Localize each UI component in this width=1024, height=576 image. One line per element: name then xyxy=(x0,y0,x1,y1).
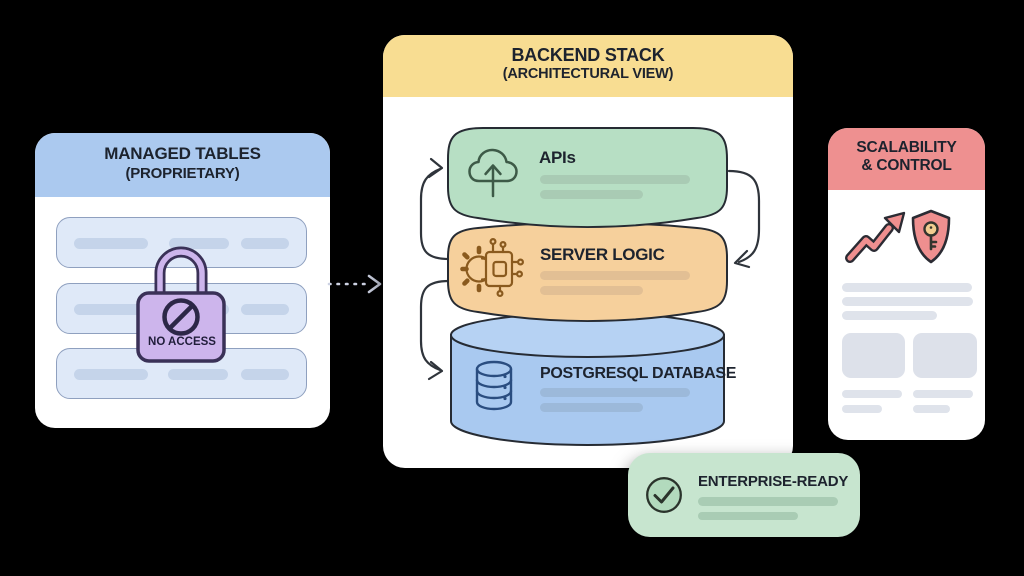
enterprise-ready-label: ENTERPRISE-READY xyxy=(698,473,849,490)
placeholder-line xyxy=(842,297,973,306)
placeholder-line xyxy=(540,190,643,199)
backend-stack-subtitle: (ARCHITECTURAL VIEW) xyxy=(502,66,674,82)
shield-key-icon xyxy=(908,208,954,271)
placeholder-line xyxy=(842,311,937,320)
placeholder-line xyxy=(913,390,973,398)
placeholder-line xyxy=(842,390,902,398)
apis-block-label: APIs xyxy=(539,148,576,167)
placeholder-line xyxy=(169,238,229,249)
scalability-panel: SCALABILITY & CONTROL xyxy=(828,128,985,440)
backend-stack-panel: BACKEND STACK (ARCHITECTURAL VIEW) APIs … xyxy=(383,35,793,468)
placeholder-line xyxy=(540,175,690,184)
chip-gear-icon xyxy=(460,237,524,297)
postgresql-block-label: POSTGRESQL DATABASE xyxy=(540,365,737,382)
placeholder-line xyxy=(540,271,690,280)
placeholder-line xyxy=(698,497,838,506)
trend-up-icon xyxy=(844,210,908,275)
placeholder-line xyxy=(241,369,289,380)
backend-stack-header: BACKEND STACK (ARCHITECTURAL VIEW) xyxy=(383,35,793,97)
placeholder-line xyxy=(540,286,643,295)
placeholder-line xyxy=(74,238,148,249)
no-access-label: NO ACCESS xyxy=(148,336,216,348)
placeholder-line xyxy=(241,238,289,249)
placeholder-block xyxy=(842,333,905,378)
placeholder-line xyxy=(842,405,882,413)
stack-flow-arrows xyxy=(419,157,761,381)
check-circle-icon xyxy=(646,477,682,513)
placeholder-line xyxy=(168,369,228,380)
table-row xyxy=(56,217,307,268)
database-icon xyxy=(475,360,513,411)
managed-tables-subtitle: (PROPRIETARY) xyxy=(125,165,240,182)
managed-tables-panel: MANAGED TABLES (PROPRIETARY) xyxy=(35,133,330,428)
scalability-subtitle: & CONTROL xyxy=(861,157,952,174)
placeholder-line xyxy=(698,512,798,520)
flow-arrow-left-to-center xyxy=(326,272,390,301)
placeholder-line xyxy=(842,283,972,292)
placeholder-line xyxy=(540,403,643,412)
managed-tables-title: MANAGED TABLES xyxy=(104,144,261,163)
scalability-title: SCALABILITY xyxy=(856,139,957,156)
enterprise-ready-badge: ENTERPRISE-READY xyxy=(628,453,860,537)
lock-no-access-icon xyxy=(126,240,238,366)
placeholder-block xyxy=(913,333,977,378)
placeholder-line xyxy=(913,405,950,413)
cloud-upload-icon xyxy=(468,148,518,198)
scalability-header: SCALABILITY & CONTROL xyxy=(828,128,985,190)
managed-tables-header: MANAGED TABLES (PROPRIETARY) xyxy=(35,133,330,197)
placeholder-line xyxy=(74,369,148,380)
placeholder-line xyxy=(241,304,289,315)
backend-stack-title: BACKEND STACK xyxy=(511,45,665,65)
placeholder-line xyxy=(74,304,148,315)
placeholder-line xyxy=(540,388,690,397)
server-logic-block-label: SERVER LOGIC xyxy=(540,245,665,264)
